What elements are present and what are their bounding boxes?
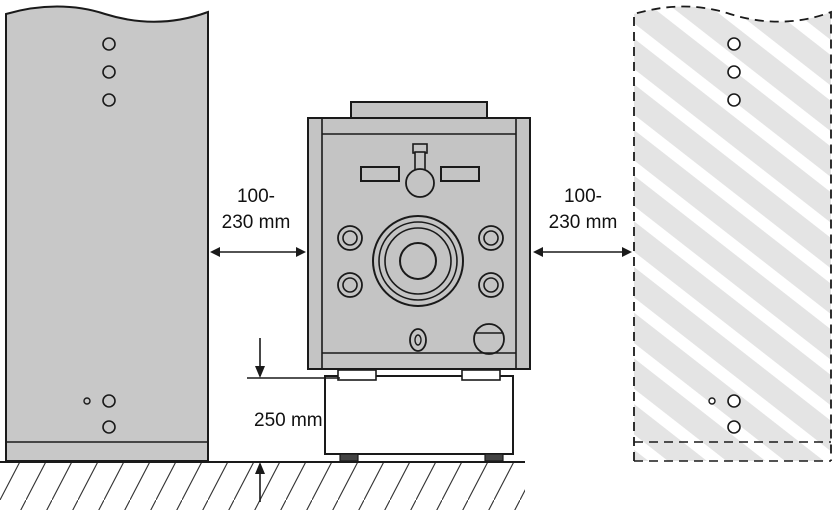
alt-cylinder-port-1 [727,37,741,51]
boiler-connection-upper-left [337,225,363,251]
alt-cylinder-port-2 [727,65,741,79]
cylinder-sensor-port [83,397,91,405]
stand-height-label: 250 mm [254,410,323,431]
left-storage-cylinder [5,5,209,462]
boiler-slot-right [440,166,480,182]
stand-foot-left [339,453,359,462]
boiler [307,101,531,370]
boiler-drain-valve [409,328,427,352]
alt-cylinder-sensor-port [708,397,716,405]
boiler-slot-left [360,166,400,182]
alt-cylinder-port-5 [727,420,741,434]
stand-height-dimension: 250 mm [247,338,340,502]
right-alternative-cylinder [633,5,832,462]
cylinder-port-4 [102,394,116,408]
left-clearance-dimension: 100- 230 mm [210,186,306,257]
boiler-inspection-port [473,323,505,355]
right-clearance-label-line2: 230 mm [549,212,618,233]
left-clearance-label-line1: 100- [237,186,275,207]
cylinder-port-1 [102,37,116,51]
left-clearance-label-line2: 230 mm [222,212,291,233]
boiler-connection-upper-right [478,225,504,251]
stand-foot-right [484,453,504,462]
boiler-connection-lower-right [478,272,504,298]
alt-cylinder-port-3 [727,93,741,107]
boiler-connection-lower-left [337,272,363,298]
right-clearance-label-line1: 100- [564,186,602,207]
cylinder-port-3 [102,93,116,107]
alt-cylinder-port-4 [727,394,741,408]
boiler-central-burner-port [372,215,464,307]
cylinder-port-2 [102,65,116,79]
cylinder-port-5 [102,420,116,434]
right-clearance-dimension: 100- 230 mm [533,186,632,257]
boiler-stand [324,369,514,462]
boiler-top-connector [405,143,435,198]
